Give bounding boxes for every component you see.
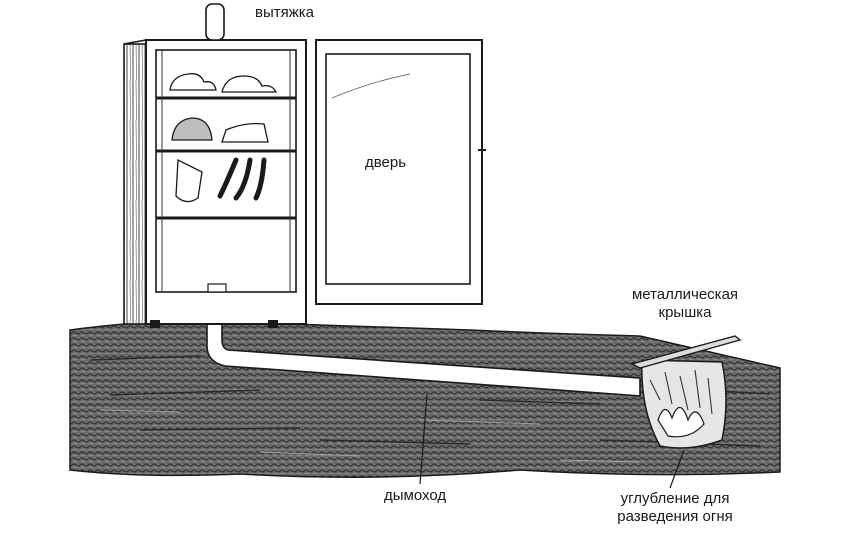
leader-lines xyxy=(419,393,685,489)
cabinet-door xyxy=(315,39,486,305)
label-door: дверь xyxy=(365,154,407,171)
label-exhaust: вытяжка xyxy=(255,4,315,21)
label-metal-lid: металлическая крышка xyxy=(600,286,770,322)
label-fire-pit-line2: разведения огня xyxy=(617,508,733,525)
shelf-food xyxy=(169,73,278,203)
fire-pit xyxy=(641,359,727,449)
label-chimney: дымоход xyxy=(384,487,447,504)
chimney-pipe xyxy=(206,317,641,397)
metal-lid xyxy=(630,335,742,369)
label-metal-lid-line2: крышка xyxy=(658,304,712,321)
smoking-cabinet xyxy=(123,39,307,328)
exhaust-pipe xyxy=(205,3,225,41)
label-fire-pit-line1: углубление для xyxy=(620,490,730,507)
label-fire-pit: углубление для разведения огня xyxy=(590,490,760,526)
label-metal-lid-line1: металлическая xyxy=(631,286,739,303)
